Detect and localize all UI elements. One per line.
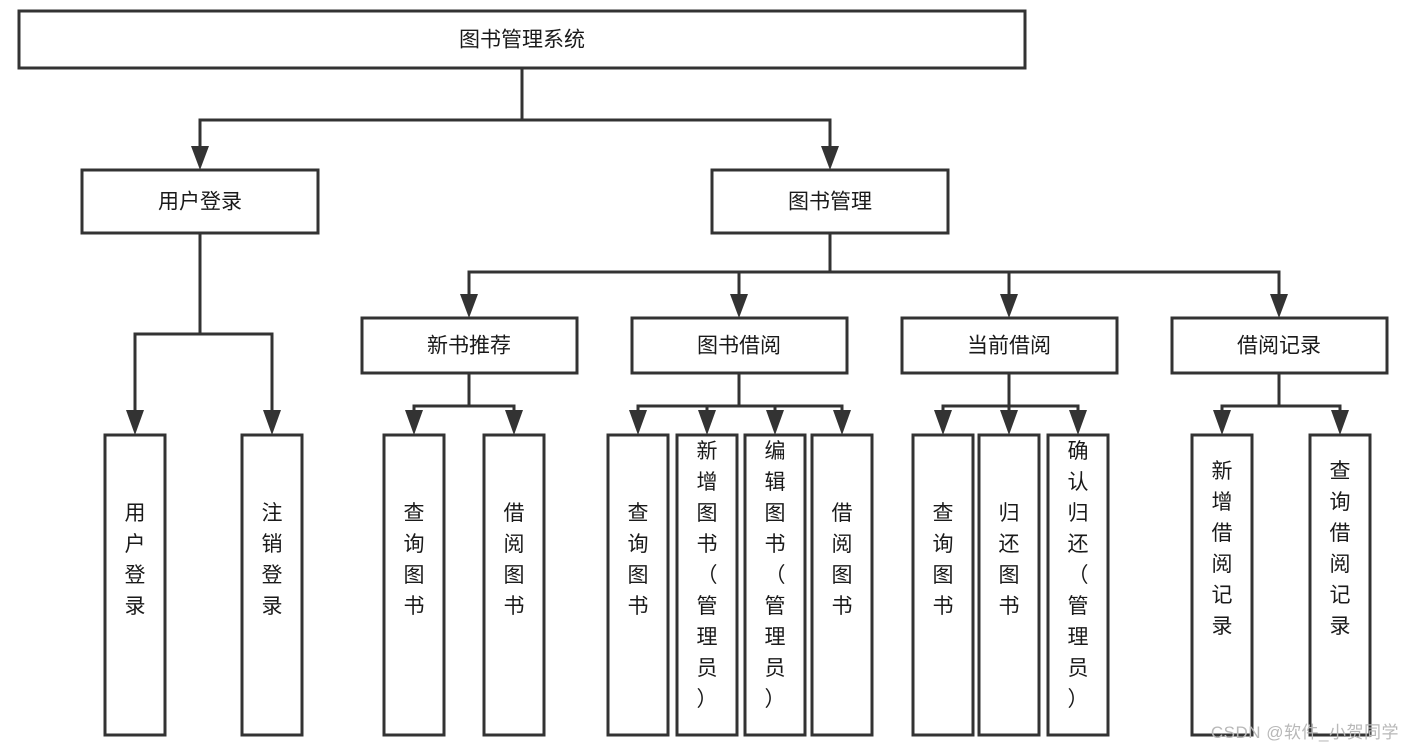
node-leaf-logout[interactable]: 注销登录 <box>240 433 304 737</box>
connector-layer <box>126 66 1349 435</box>
node-leaf-edit-book[interactable]: 编辑图书（管理员） <box>743 433 807 737</box>
arrow-to-leaf-return-book <box>1000 410 1018 435</box>
connector-book-admin-to-level3 <box>467 231 1281 300</box>
node-leaf-borrow-book-2-box[interactable] <box>810 433 874 737</box>
arrow-to-book-borrow <box>730 294 748 318</box>
node-user-login-box[interactable] <box>80 168 320 235</box>
csdn-watermark: CSDN @软件_小贺同学 <box>1210 723 1399 742</box>
node-leaf-query-book-2-label: 查询图书 <box>628 502 649 618</box>
connector-book-borrow-to-leaves <box>636 371 844 415</box>
node-current-borrow[interactable]: 当前借阅 <box>900 316 1119 375</box>
node-leaf-borrow-book-2-label: 借阅图书 <box>832 502 853 618</box>
node-current-borrow-box[interactable] <box>900 316 1119 375</box>
node-leaf-query-record-box[interactable] <box>1308 433 1372 737</box>
node-leaf-query-book-1[interactable]: 查询图书 <box>382 433 446 737</box>
node-leaf-edit-book-label: 编辑图书（管理员） <box>765 440 786 711</box>
node-leaf-return-book-label: 归还图书 <box>999 502 1020 618</box>
arrow-to-leaf-confirm-return <box>1069 410 1087 435</box>
node-book-borrow[interactable]: 图书借阅 <box>630 316 849 375</box>
connector-root-to-level2 <box>198 66 832 152</box>
node-leaf-user-login-label: 用户登录 <box>125 502 146 618</box>
arrow-to-current-borrow <box>1000 294 1018 318</box>
node-book-borrow-box[interactable] <box>630 316 849 375</box>
node-leaf-add-record-label: 新增借阅记录 <box>1212 460 1233 638</box>
arrow-to-leaf-add-book <box>698 410 716 435</box>
connector-current-borrow-to-leaves <box>941 371 1080 415</box>
node-leaf-borrow-book-2[interactable]: 借阅图书 <box>810 433 874 737</box>
node-leaf-query-record-label: 查询借阅记录 <box>1330 460 1351 638</box>
arrow-to-user-login <box>191 146 209 170</box>
node-root-label: 图书管理系统 <box>459 29 585 52</box>
node-leaf-borrow-book-1-box[interactable] <box>482 433 546 737</box>
arrow-to-leaf-edit-book <box>766 410 784 435</box>
node-leaf-query-book-1-label: 查询图书 <box>404 502 425 618</box>
node-leaf-user-login[interactable]: 用户登录 <box>103 433 167 737</box>
node-leaf-query-book-1-box[interactable] <box>382 433 446 737</box>
arrow-to-leaf-logout <box>263 410 281 435</box>
node-leaf-confirm-return-label: 确认归还（管理员） <box>1068 440 1089 711</box>
arrow-to-borrow-record <box>1270 294 1288 318</box>
arrow-to-leaf-borrow-book-1 <box>505 410 523 435</box>
arrow-to-leaf-borrow-book-2 <box>833 410 851 435</box>
node-leaf-borrow-book-1[interactable]: 借阅图书 <box>482 433 546 737</box>
node-root[interactable]: 图书管理系统 <box>17 9 1027 70</box>
connector-user-login-to-leaves <box>133 231 274 415</box>
node-leaf-confirm-return[interactable]: 确认归还（管理员） <box>1046 433 1110 737</box>
node-user-login[interactable]: 用户登录 <box>80 168 320 235</box>
node-new-book-rec-box[interactable] <box>360 316 579 375</box>
node-borrow-record[interactable]: 借阅记录 <box>1170 316 1389 375</box>
node-leaf-query-book-3-label: 查询图书 <box>933 502 954 618</box>
node-leaf-return-book[interactable]: 归还图书 <box>977 433 1041 737</box>
node-user-login-label: 用户登录 <box>158 191 242 214</box>
arrow-to-book-admin <box>821 146 839 170</box>
node-borrow-record-box[interactable] <box>1170 316 1389 375</box>
node-borrow-record-label: 借阅记录 <box>1237 335 1321 358</box>
arrow-to-leaf-query-book-1 <box>405 410 423 435</box>
node-leaf-return-book-box[interactable] <box>977 433 1041 737</box>
node-current-borrow-label: 当前借阅 <box>967 335 1051 358</box>
node-leaf-edit-book-box[interactable] <box>743 433 807 737</box>
connector-new-book-rec-to-leaves <box>412 371 516 415</box>
node-leaf-query-book-2-box[interactable] <box>606 433 670 737</box>
node-new-book-rec[interactable]: 新书推荐 <box>360 316 579 375</box>
node-leaf-add-record-box[interactable] <box>1190 433 1254 737</box>
arrow-to-leaf-query-book-2 <box>629 410 647 435</box>
node-root-box[interactable] <box>17 9 1027 70</box>
arrow-to-leaf-add-record <box>1213 410 1231 435</box>
node-leaf-borrow-book-1-label: 借阅图书 <box>504 502 525 618</box>
node-leaf-add-book-box[interactable] <box>675 433 739 737</box>
node-book-borrow-label: 图书借阅 <box>697 335 781 358</box>
arrow-to-leaf-user-login <box>126 410 144 435</box>
arrow-to-leaf-query-book-3 <box>934 410 952 435</box>
node-leaf-add-record[interactable]: 新增借阅记录 <box>1190 433 1254 737</box>
node-leaf-add-book-label: 新增图书（管理员） <box>697 440 718 711</box>
node-leaf-query-book-3[interactable]: 查询图书 <box>911 433 975 737</box>
node-leaf-user-login-box[interactable] <box>103 433 167 737</box>
node-leaf-confirm-return-box[interactable] <box>1046 433 1110 737</box>
arrow-to-new-book-rec <box>460 294 478 318</box>
node-leaf-query-book-2[interactable]: 查询图书 <box>606 433 670 737</box>
node-leaf-add-book[interactable]: 新增图书（管理员） <box>675 433 739 737</box>
arrow-to-leaf-query-record <box>1331 410 1349 435</box>
node-leaf-query-book-3-box[interactable] <box>911 433 975 737</box>
node-leaf-logout-box[interactable] <box>240 433 304 737</box>
node-new-book-rec-label: 新书推荐 <box>427 335 511 358</box>
node-book-admin[interactable]: 图书管理 <box>710 168 950 235</box>
node-book-admin-box[interactable] <box>710 168 950 235</box>
node-book-admin-label: 图书管理 <box>788 191 872 214</box>
connector-borrow-record-to-leaves <box>1220 371 1342 415</box>
node-leaf-query-record[interactable]: 查询借阅记录 <box>1308 433 1372 737</box>
node-leaf-logout-label: 注销登录 <box>262 502 283 618</box>
